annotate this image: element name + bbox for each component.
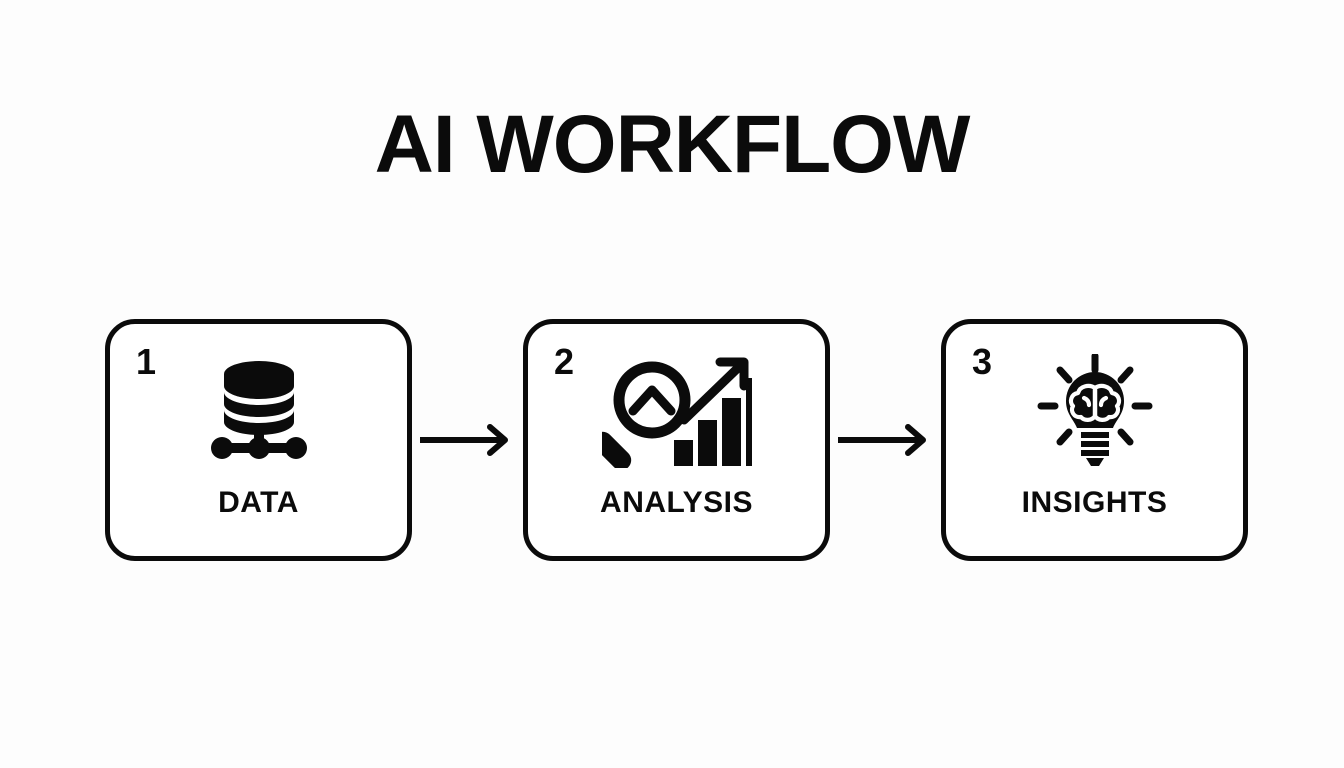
magnifier-bar-chart-icon [528, 352, 825, 472]
arrow-right-icon [415, 420, 521, 460]
database-icon [110, 352, 407, 472]
step-label-insights: INSIGHTS [1021, 486, 1168, 519]
step-number-1: 1 [136, 341, 157, 382]
step-label-data: DATA [218, 486, 299, 519]
step-label-analysis: ANALYSIS [600, 486, 753, 519]
workflow-row: 1 [105, 318, 1248, 562]
workflow-step-analysis[interactable]: 2 [523, 319, 830, 561]
workflow-step-data[interactable]: 1 [105, 319, 412, 561]
page-title: AI WORKFLOW [374, 99, 971, 190]
lightbulb-brain-icon [946, 352, 1243, 472]
step-number-3: 3 [972, 341, 993, 382]
workflow-step-insights[interactable]: 3 [941, 319, 1248, 561]
step-number-2: 2 [554, 341, 575, 382]
arrow-right-icon [833, 420, 939, 460]
